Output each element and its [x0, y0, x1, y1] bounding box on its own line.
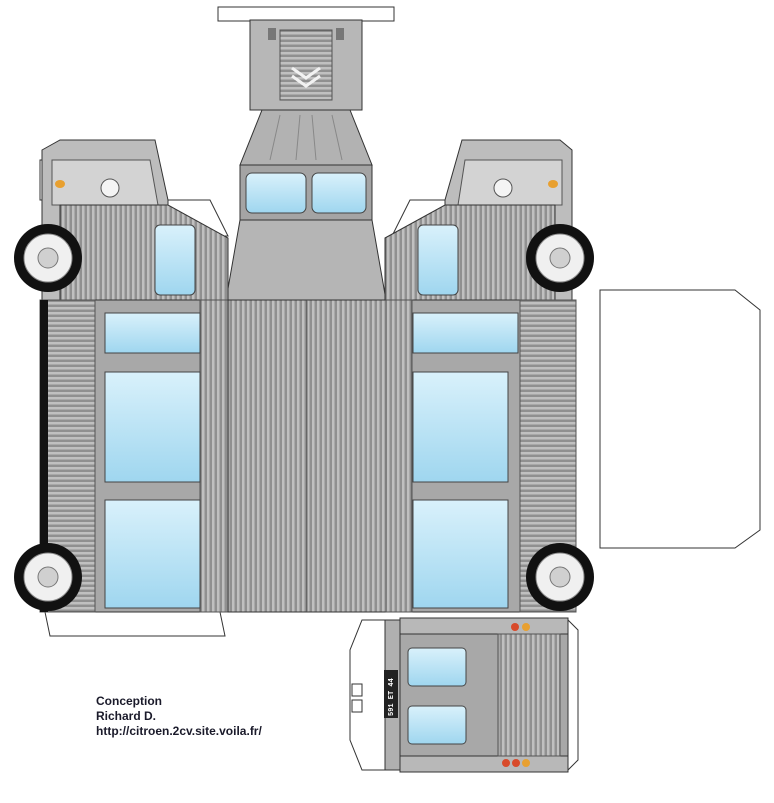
- right-window-top: [412, 312, 519, 354]
- left-window-middle: [104, 371, 201, 483]
- credit-conception: Conception: [96, 694, 162, 708]
- windshield-right: [311, 172, 367, 214]
- top-hood-tab: [217, 6, 395, 22]
- wheel-icon: [526, 224, 594, 292]
- roof-panel: [227, 299, 387, 613]
- right-roof-flap: [599, 289, 761, 549]
- grille: [279, 29, 333, 101]
- rear-window-bottom: [407, 705, 467, 745]
- right-window-middle: [412, 371, 509, 483]
- citroen-chevron-icon: [291, 66, 321, 88]
- cab-front: [225, 109, 387, 301]
- license-plate-text: 591 ET 44: [388, 678, 396, 716]
- left-window-top: [104, 312, 201, 354]
- left-window-bottom: [104, 499, 201, 609]
- rear-window-top: [407, 647, 467, 687]
- hood-panel: [249, 19, 363, 111]
- bottom-left-tab: [44, 611, 226, 637]
- wheel-icon: [14, 224, 82, 292]
- right-door-window: [417, 224, 459, 296]
- credit-author: Richard D.: [96, 709, 157, 723]
- credit-url[interactable]: http://citroen.2cv.site.voila.fr/: [96, 724, 262, 738]
- windshield-left: [245, 172, 307, 214]
- credits-block: Conception Richard D. http://citroen.2cv…: [96, 694, 262, 739]
- rear-panel: 591 ET 44: [349, 617, 579, 773]
- right-window-bottom: [412, 499, 509, 609]
- wheel-icon: [14, 543, 82, 611]
- wheel-icon: [526, 543, 594, 611]
- left-door-window: [154, 224, 196, 296]
- license-plate: [384, 670, 398, 718]
